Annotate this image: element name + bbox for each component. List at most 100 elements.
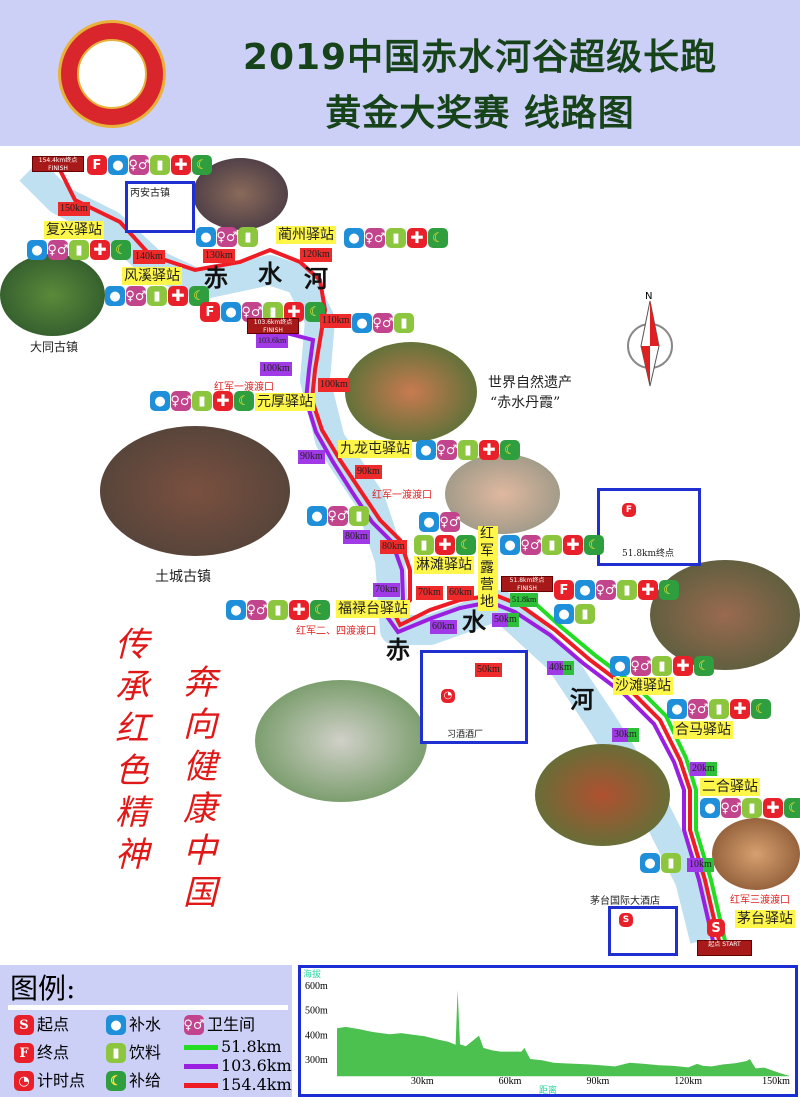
- km-marker: 110km: [320, 314, 352, 328]
- station-label: 二合驿站: [700, 778, 760, 796]
- restroom-icon: ♀♂: [436, 440, 458, 460]
- place-label: 习酒酒厂: [447, 730, 484, 740]
- water-drop-icon: ●: [108, 155, 128, 175]
- km-marker: 80km: [343, 530, 370, 544]
- km-marker: 30km: [612, 728, 639, 742]
- legend-item-timing: ◔计时点: [14, 1071, 85, 1091]
- water-drop-icon: ●: [344, 228, 364, 248]
- water-drop-icon: ●: [105, 286, 125, 306]
- drink-cup-icon: ▮: [192, 391, 212, 411]
- water-drop-icon: ●: [640, 853, 660, 873]
- drink-cup-icon: ▮: [349, 506, 369, 526]
- restroom-icon: ♀♂: [125, 286, 147, 306]
- y-axis-label: 海拔: [303, 968, 321, 980]
- water-drop-icon: ●: [575, 580, 595, 600]
- banana-icon: ☾: [500, 440, 520, 460]
- drink-cup-icon: ▮: [386, 228, 406, 248]
- water-drop-icon: ●: [150, 391, 170, 411]
- x-tick-label: 120km: [674, 1076, 702, 1087]
- compass-icon: N: [627, 291, 673, 387]
- water-drop-icon: ●: [500, 535, 520, 555]
- place-label: 51.8km终点: [622, 549, 675, 559]
- km-marker: 150km: [58, 202, 90, 216]
- service-icons: ●♀♂▮✚☾: [416, 440, 520, 460]
- service-icons: ●♀♂: [419, 512, 461, 532]
- km-marker: 90km: [298, 450, 325, 464]
- station-label: 合马驿站: [673, 721, 733, 739]
- km-marker: 130km: [203, 249, 235, 263]
- medical-cross-icon: ✚: [563, 535, 583, 555]
- water-drop-icon: ●: [700, 798, 720, 818]
- station-label: 蔺州驿站: [276, 226, 336, 244]
- station-label: 风溪驿站: [122, 267, 182, 285]
- restroom-icon: ♀♂: [241, 302, 263, 322]
- drink-cup-icon: ▮: [617, 580, 637, 600]
- medical-cross-icon: ✚: [213, 391, 233, 411]
- medical-cross-icon: ✚: [435, 535, 455, 555]
- finish-icon: F: [87, 155, 107, 175]
- x-tick-label: 90km: [586, 1076, 609, 1087]
- slogan-right: 奔向健康中国: [183, 663, 217, 913]
- crossing-label: 红军三渡渡口: [730, 895, 790, 906]
- drink-cup-icon: ▮: [652, 656, 672, 676]
- drink-cup-icon: ▮: [458, 440, 478, 460]
- km-marker: 60km: [447, 586, 474, 600]
- water-drop-icon: ●: [554, 604, 574, 624]
- water-drop-icon: ●: [352, 313, 372, 333]
- river: [19, 159, 720, 944]
- photo-tucheng: [100, 426, 290, 556]
- water-drop-icon: ●: [221, 302, 241, 322]
- station-label: 淋滩驿站: [414, 556, 474, 574]
- legend-title: 图例:: [10, 972, 76, 1005]
- inset-xijiu: 50km ◔ 习酒酒厂: [420, 650, 528, 744]
- page-title-line1: 2019中国赤水河谷超级长跑: [242, 37, 718, 78]
- drink-cup-icon: ▮: [742, 798, 762, 818]
- place-label: 丙安古镇: [130, 188, 170, 199]
- legend-item-restroom: ♀♂卫生间: [183, 1015, 256, 1035]
- finish-sign-154km: 154.4km终点 FINISH: [32, 156, 84, 172]
- river-label: 水: [462, 608, 486, 636]
- service-icons: F●♀♂▮✚☾: [200, 302, 325, 322]
- river-label: 赤: [386, 636, 410, 664]
- km-marker: 20km: [690, 762, 717, 776]
- water-drop-icon: ●: [419, 512, 439, 532]
- banana-icon: ☾: [659, 580, 679, 600]
- km-marker: 70km: [416, 586, 443, 600]
- route-map: N 丙安古镇 F 51.8km终点 50km ◔ 习酒酒厂 S F●♀♂▮✚☾ …: [0, 146, 800, 960]
- medical-cross-icon: ✚: [730, 699, 750, 719]
- river-label: 河: [570, 686, 594, 714]
- restroom-icon: ♀♂: [47, 240, 69, 260]
- restroom-icon: ♀♂: [170, 391, 192, 411]
- crossing-label: 红军一渡渡口: [372, 490, 432, 501]
- photo-chishui-river: [650, 560, 800, 670]
- drink-cup-icon: ▮: [661, 853, 681, 873]
- x-tick-label: 60km: [499, 1076, 522, 1087]
- medical-cross-icon: ✚: [407, 228, 427, 248]
- km-marker: 40km: [547, 661, 574, 675]
- water-drop-icon: ●: [196, 227, 216, 247]
- service-icons: ●♀♂▮✚☾: [344, 228, 448, 248]
- y-tick-label: 400m: [305, 1030, 328, 1041]
- drink-cup-icon: ▮: [150, 155, 170, 175]
- service-icons: ●♀♂▮✚☾: [667, 699, 771, 719]
- river-label: 河: [304, 265, 328, 293]
- slogan-left: 传承红色精神: [115, 625, 149, 875]
- restroom-icon: ♀♂: [327, 506, 349, 526]
- legend-route-51km: 51.8km: [184, 1038, 282, 1056]
- x-tick-label: 30km: [411, 1076, 434, 1087]
- restroom-icon: ♀♂: [216, 227, 238, 247]
- place-label: 世界自然遗产: [488, 375, 572, 391]
- route-tag-51km: 51.8km: [510, 593, 539, 607]
- medical-cross-icon: ✚: [763, 798, 783, 818]
- restroom-icon: ♀♂: [128, 155, 150, 175]
- banana-icon: ☾: [234, 391, 254, 411]
- service-icons: ●♀♂▮✚☾: [226, 600, 330, 620]
- place-label: 茅台国际大酒店: [590, 896, 660, 907]
- water-drop-icon: ●: [667, 699, 687, 719]
- banana-icon: ☾: [456, 535, 476, 555]
- medical-cross-icon: ✚: [171, 155, 191, 175]
